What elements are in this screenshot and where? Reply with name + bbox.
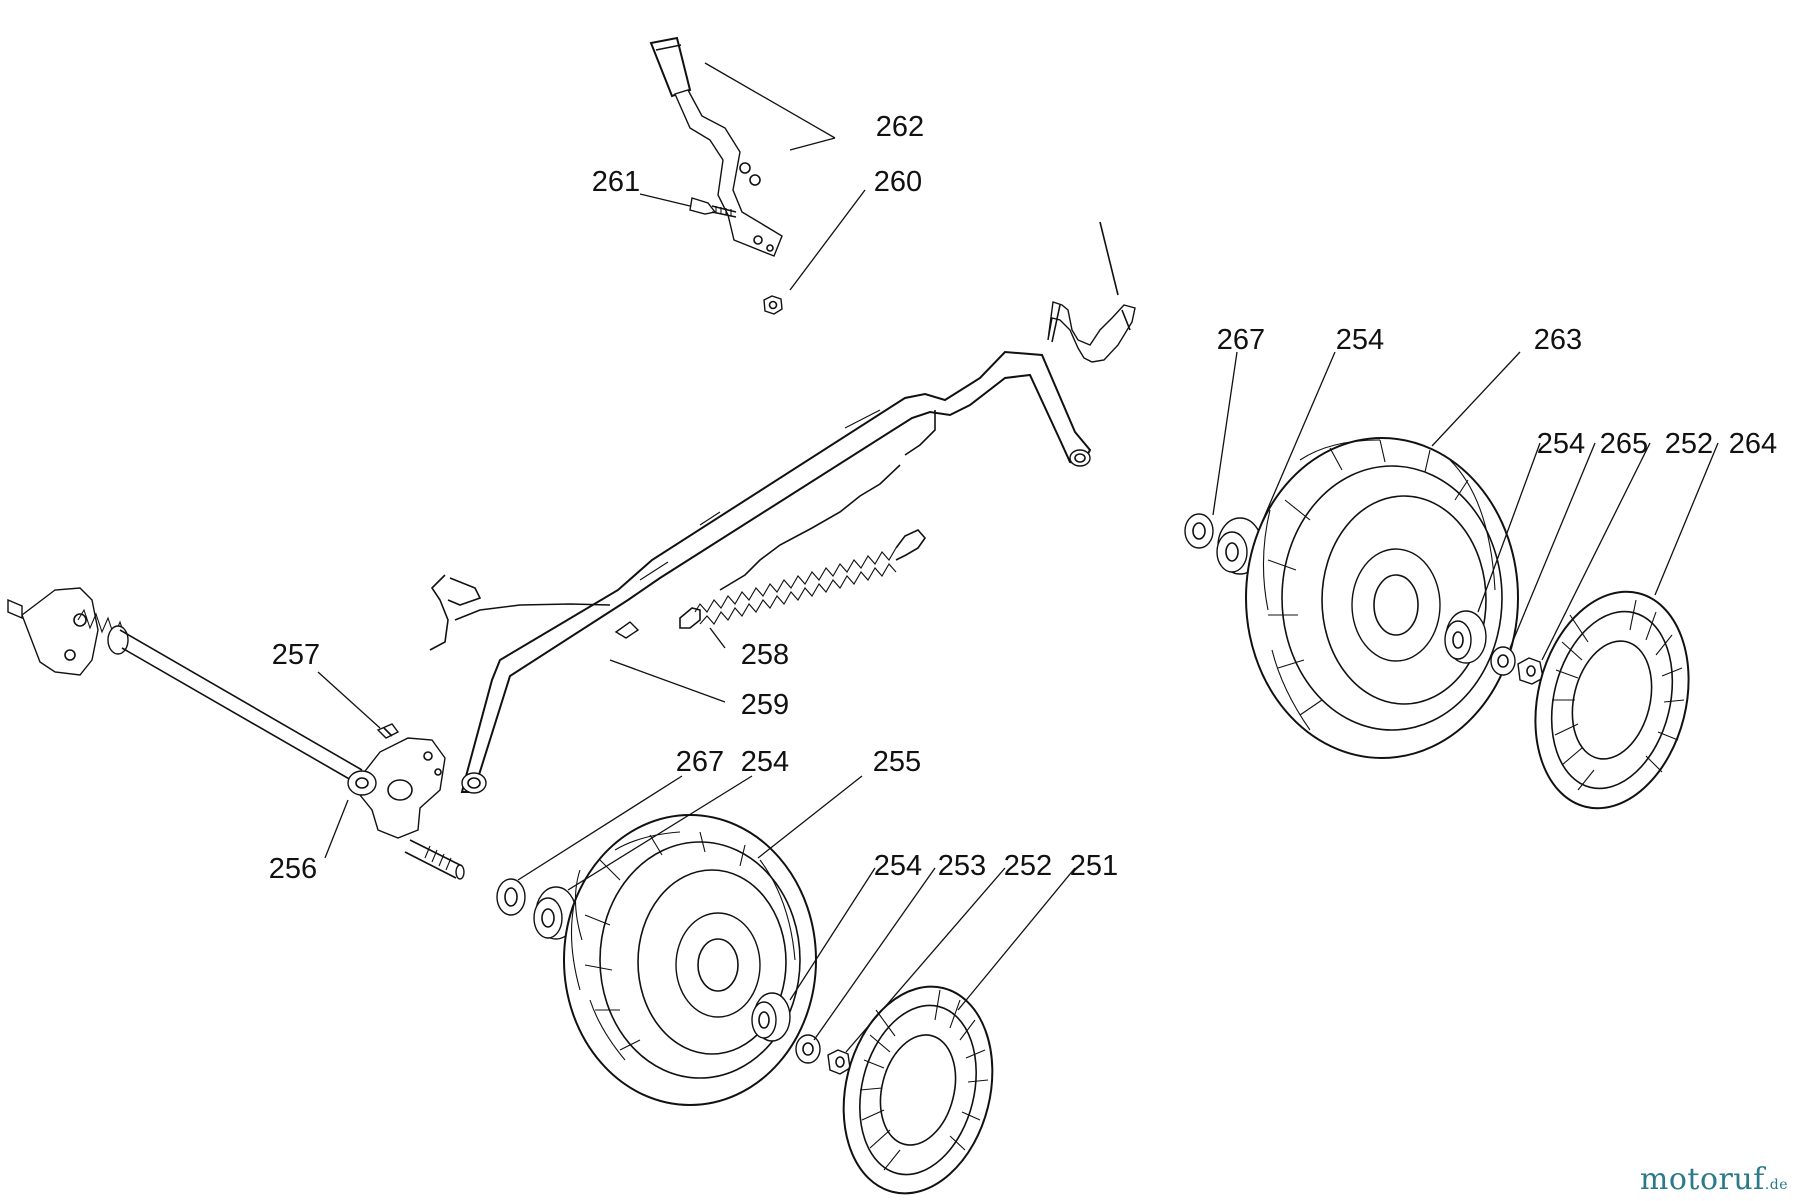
- label-265: 265: [1600, 428, 1648, 460]
- linkage-bar: [460, 350, 1092, 794]
- label-264: 264: [1729, 428, 1777, 460]
- washer-253: [795, 1034, 821, 1064]
- chassis-bracket: [1047, 221, 1136, 363]
- clip-257: [376, 723, 400, 739]
- watermark-logo: motoruf.de: [1640, 1162, 1788, 1197]
- label-267-lower: 267: [676, 746, 724, 778]
- label-252-upper: 252: [1665, 428, 1713, 460]
- part-labels: 262 261 260 267 254 263 254 265 252 264 …: [269, 111, 1777, 885]
- label-254-upper: 254: [1336, 324, 1384, 356]
- label-262: 262: [876, 111, 924, 143]
- label-254-lower-right: 254: [874, 850, 922, 882]
- wheel-263: [1245, 437, 1519, 759]
- label-267-upper: 267: [1217, 324, 1265, 356]
- washer-265: [1490, 646, 1516, 676]
- spring-cover: [719, 410, 936, 591]
- washer-267-lower: [496, 878, 526, 916]
- screw-261: [689, 197, 737, 218]
- label-253: 253: [938, 850, 986, 882]
- nut-260: [763, 295, 783, 315]
- cotter-pin: [429, 574, 640, 651]
- bushing-254-lower-outer: [751, 992, 791, 1042]
- label-256: 256: [269, 853, 317, 885]
- wheel-255: [563, 814, 817, 1106]
- label-255: 255: [873, 746, 921, 778]
- height-adjust-lever: [649, 36, 783, 257]
- hubcap-251: [842, 985, 994, 1195]
- label-254-right: 254: [1537, 428, 1585, 460]
- label-259: 259: [741, 689, 789, 721]
- hubcap-264: [1534, 590, 1690, 810]
- label-263: 263: [1534, 324, 1582, 356]
- nut-252-lower: [827, 1049, 851, 1075]
- label-261: 261: [592, 166, 640, 198]
- watermark-tld: .de: [1764, 1177, 1788, 1193]
- label-260: 260: [874, 166, 922, 198]
- watermark-name: motoruf: [1639, 1162, 1765, 1197]
- bushing-254-lower-inner: [533, 886, 577, 940]
- label-254-lower: 254: [741, 746, 789, 778]
- label-251: 251: [1070, 850, 1118, 882]
- nut-252-upper: [1517, 657, 1544, 685]
- bushing-254-upper-outer: [1444, 610, 1487, 664]
- label-252-lower: 252: [1004, 850, 1052, 882]
- axle-assembly: [7, 587, 465, 880]
- leader-lines: [317, 62, 1719, 1053]
- spring-258: [679, 529, 927, 629]
- label-258: 258: [741, 639, 789, 671]
- label-257: 257: [272, 639, 320, 671]
- washer-267-upper: [1184, 513, 1214, 549]
